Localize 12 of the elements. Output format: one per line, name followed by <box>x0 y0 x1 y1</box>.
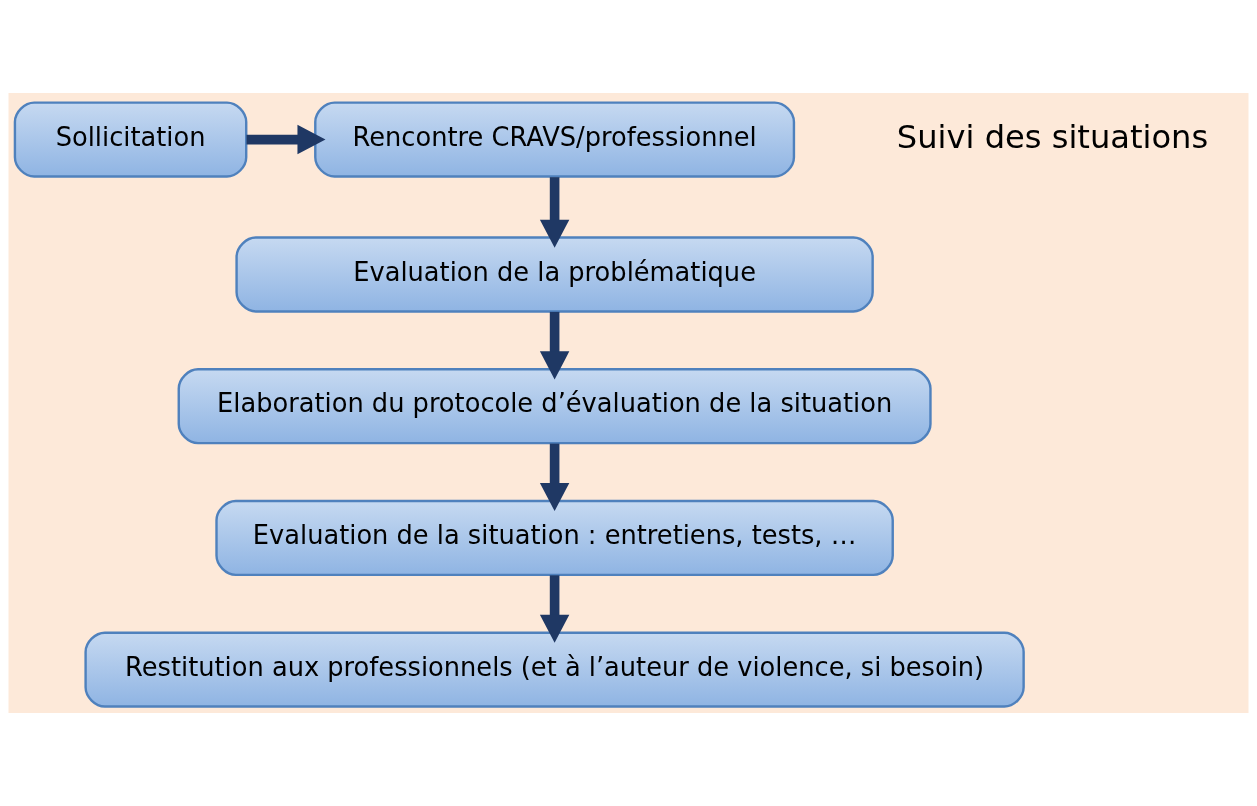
node-box: Evaluation de la problématique <box>235 236 874 313</box>
node-box: Sollicitation <box>13 101 248 178</box>
node-box: Rencontre CRAVS/professionnel <box>314 101 796 178</box>
arrow <box>539 443 570 512</box>
arrow <box>539 311 570 380</box>
label: Suivi des situations <box>896 117 1209 156</box>
arrow <box>246 124 326 155</box>
node-box: Restitution aux professionnels (et à l’auteur de violence, si besoin) <box>84 631 1025 708</box>
node-box: Evaluation de la situation : entretiens, tests, … <box>215 499 894 577</box>
arrow <box>539 177 570 248</box>
node-box: Elaboration du protocole d’évaluation de la situation <box>177 368 932 445</box>
arrow <box>539 575 570 643</box>
